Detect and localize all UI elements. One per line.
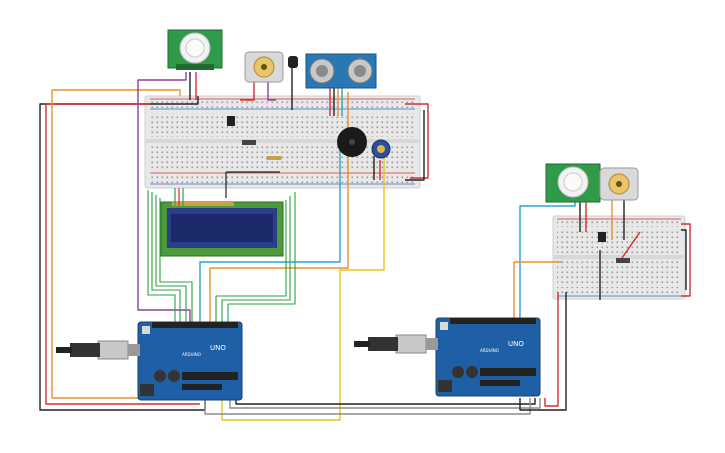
- right-breadboard: [552, 215, 686, 300]
- left-arduino-uno: UNO ARDUINO: [137, 321, 243, 401]
- transistor-icon-right: [598, 232, 630, 263]
- usb-cable-icon-right: [354, 334, 438, 354]
- temperature-sensor-icon: [288, 56, 298, 68]
- potentiometer-icon: [371, 139, 391, 159]
- right-arduino-uno: UNO ARDUINO: [435, 317, 541, 397]
- left-board-brand: ARDUINO: [182, 352, 201, 357]
- left-board-logo: UNO: [210, 344, 226, 352]
- ultrasonic-sensor-icon: [305, 53, 377, 89]
- wires: [39, 68, 691, 421]
- transistor-icon: [227, 116, 235, 126]
- right-board-logo: UNO: [508, 340, 524, 348]
- left-breadboard: [144, 95, 421, 189]
- lcd-display: [160, 201, 284, 257]
- pir-sensor-right: [545, 163, 601, 203]
- usb-cable-icon: [56, 340, 140, 360]
- motor-icon: [244, 51, 284, 83]
- right-board-brand: ARDUINO: [480, 348, 499, 353]
- pir-sensor-left: [167, 29, 223, 70]
- motor-icon-right: [599, 167, 639, 201]
- buzzer-icon: [337, 127, 367, 157]
- resistor-icon: [266, 156, 282, 160]
- transistor-icon-2: [242, 140, 256, 145]
